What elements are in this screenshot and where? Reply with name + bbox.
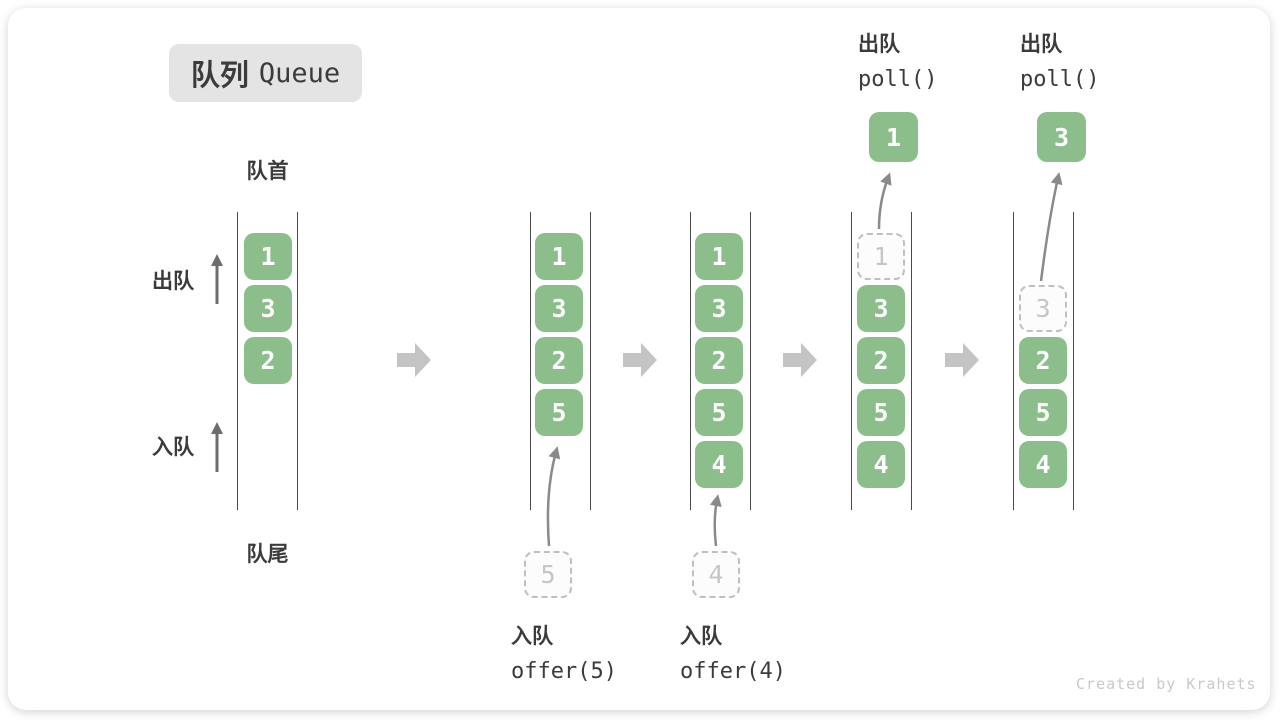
- queue-front-label: 队首: [246, 159, 289, 183]
- removed-cell: 1: [857, 233, 905, 280]
- enqueue-4-operation: 入队 offer(4): [680, 620, 786, 684]
- title-zh: 队列: [190, 58, 249, 92]
- queue-cell: 1: [535, 233, 583, 280]
- popped-cell: 1: [869, 112, 918, 162]
- incoming-cell: 5: [524, 551, 572, 598]
- dequeue-op-label: 出队: [1020, 32, 1062, 56]
- title-badge: 队列 Queue: [169, 44, 362, 102]
- watermark: Created by Krahets: [1076, 675, 1257, 693]
- enqueue-side-label: 入队: [152, 435, 194, 459]
- queue-rear-label: 队尾: [246, 542, 289, 566]
- queue-cell: 4: [695, 441, 743, 488]
- queue-column-4: [851, 212, 912, 510]
- queue-column-3: [690, 212, 751, 510]
- queue-column-5: [1013, 212, 1074, 510]
- queue-cell: 1: [244, 233, 292, 280]
- dequeue-2-operation: 出队 poll(): [1020, 28, 1099, 92]
- queue-cell: 5: [857, 389, 905, 436]
- queue-cell: 4: [857, 441, 905, 488]
- popped-cell: 3: [1037, 112, 1086, 162]
- enqueue-5-operation: 入队 offer(5): [511, 620, 617, 684]
- queue-cell: 3: [695, 285, 743, 332]
- queue-cell: 3: [857, 285, 905, 332]
- queue-column-2: [530, 212, 591, 510]
- queue-cell: 2: [1019, 337, 1067, 384]
- removed-cell: 3: [1019, 285, 1067, 332]
- queue-cell: 2: [857, 337, 905, 384]
- queue-cell: 2: [535, 337, 583, 384]
- queue-cell: 3: [535, 285, 583, 332]
- enqueue-arg: 5: [590, 659, 604, 684]
- dequeue-op-code: poll(): [1020, 67, 1100, 92]
- dequeue-op-code: poll(): [858, 67, 938, 92]
- enqueue-op-label: 入队: [511, 624, 553, 648]
- queue-cell: 4: [1019, 441, 1067, 488]
- queue-cell: 5: [1019, 389, 1067, 436]
- queue-cell: 2: [695, 337, 743, 384]
- dequeue-side-label: 出队: [152, 269, 194, 293]
- queue-cell: 5: [535, 389, 583, 436]
- enqueue-op-code: offer(4): [680, 659, 786, 684]
- incoming-cell: 4: [692, 551, 740, 598]
- queue-cell: 2: [244, 337, 292, 384]
- enqueue-op-label: 入队: [680, 624, 722, 648]
- enqueue-arg: 4: [759, 659, 773, 684]
- queue-column-1: [237, 212, 298, 510]
- queue-cell: 3: [244, 285, 292, 332]
- queue-cell: 5: [695, 389, 743, 436]
- title-en: Queue: [258, 57, 341, 89]
- enqueue-op-code: offer(5): [511, 659, 617, 684]
- dequeue-1-operation: 出队 poll(): [858, 28, 937, 92]
- dequeue-op-label: 出队: [858, 32, 900, 56]
- queue-cell: 1: [695, 233, 743, 280]
